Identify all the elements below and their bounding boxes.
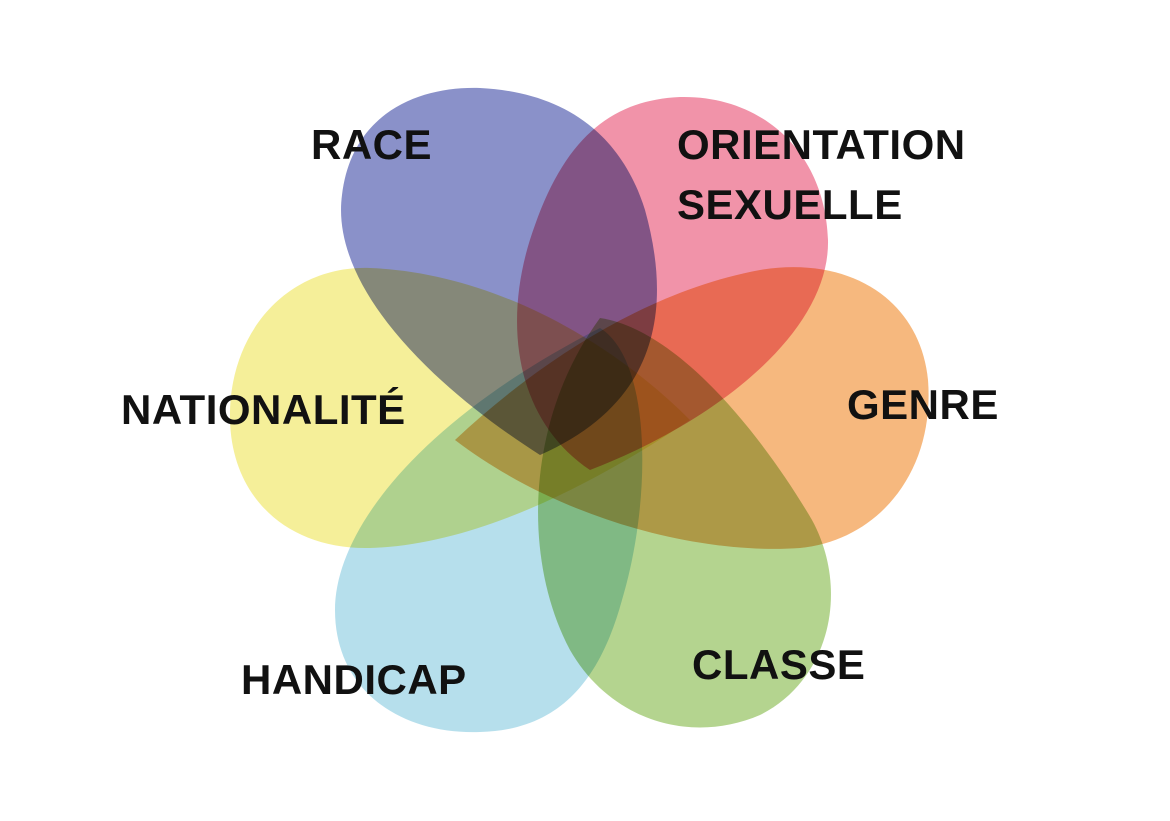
- label-race: RACE: [311, 121, 433, 168]
- label-classe: CLASSE: [692, 641, 866, 688]
- label-nationalite: NATIONALITÉ: [121, 386, 406, 433]
- label-genre: GENRE: [847, 381, 999, 428]
- petal-nationalite: [229, 267, 690, 549]
- label-orientation-line1: ORIENTATION: [677, 121, 966, 168]
- label-handicap: HANDICAP: [241, 656, 467, 703]
- label-orientation-line2: SEXUELLE: [677, 181, 903, 228]
